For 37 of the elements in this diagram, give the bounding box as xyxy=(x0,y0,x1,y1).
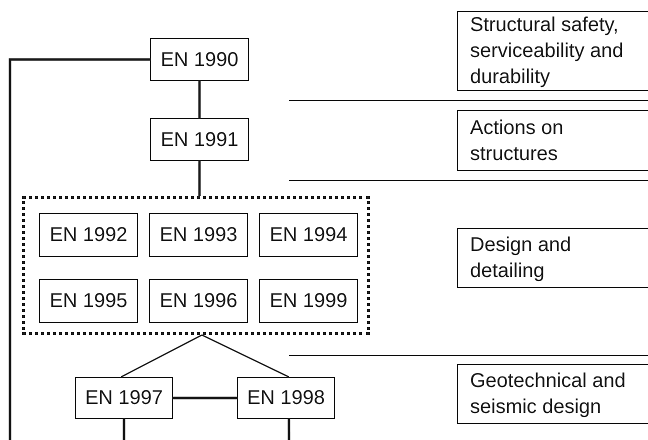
connector-line xyxy=(8,58,150,440)
standard-box xyxy=(75,377,173,419)
category-box xyxy=(457,364,648,424)
box-text: EN 1999 xyxy=(270,290,348,312)
standard-box xyxy=(149,279,248,323)
connector-line xyxy=(288,419,290,440)
box-text: EN 1995 xyxy=(50,290,128,312)
box-text: EN 1993 xyxy=(160,224,238,246)
box-text: Geotechnical and seismic design xyxy=(470,369,627,420)
connector-line xyxy=(202,334,290,378)
standard-box xyxy=(259,213,358,257)
box-text: Structural safety, serviceability and durability xyxy=(470,13,624,90)
category-box xyxy=(457,228,648,288)
standard-box xyxy=(237,377,335,419)
category-box xyxy=(457,110,648,171)
box-text: EN 1991 xyxy=(160,128,238,150)
standard-box xyxy=(150,118,249,161)
standard-box xyxy=(39,279,138,323)
connector-line xyxy=(198,81,201,118)
box-text: EN 1998 xyxy=(247,387,325,409)
connector-line xyxy=(120,334,202,378)
category-box xyxy=(457,11,648,91)
connector-line xyxy=(122,419,126,440)
standard-box xyxy=(39,213,138,257)
box-text: EN 1992 xyxy=(50,224,128,246)
standard-box xyxy=(149,213,248,257)
box-text: Actions on structures xyxy=(470,116,564,166)
box-text: EN 1996 xyxy=(160,290,238,312)
box-text: Design and detailing xyxy=(470,233,572,284)
connector-line xyxy=(198,161,201,196)
standard-box xyxy=(150,38,249,81)
standard-box xyxy=(259,279,358,323)
dotted-group-frame xyxy=(22,196,370,335)
box-text: EN 1990 xyxy=(160,48,238,70)
box-text: EN 1997 xyxy=(85,387,163,409)
connector-line xyxy=(173,396,237,400)
box-text: EN 1994 xyxy=(270,224,348,246)
